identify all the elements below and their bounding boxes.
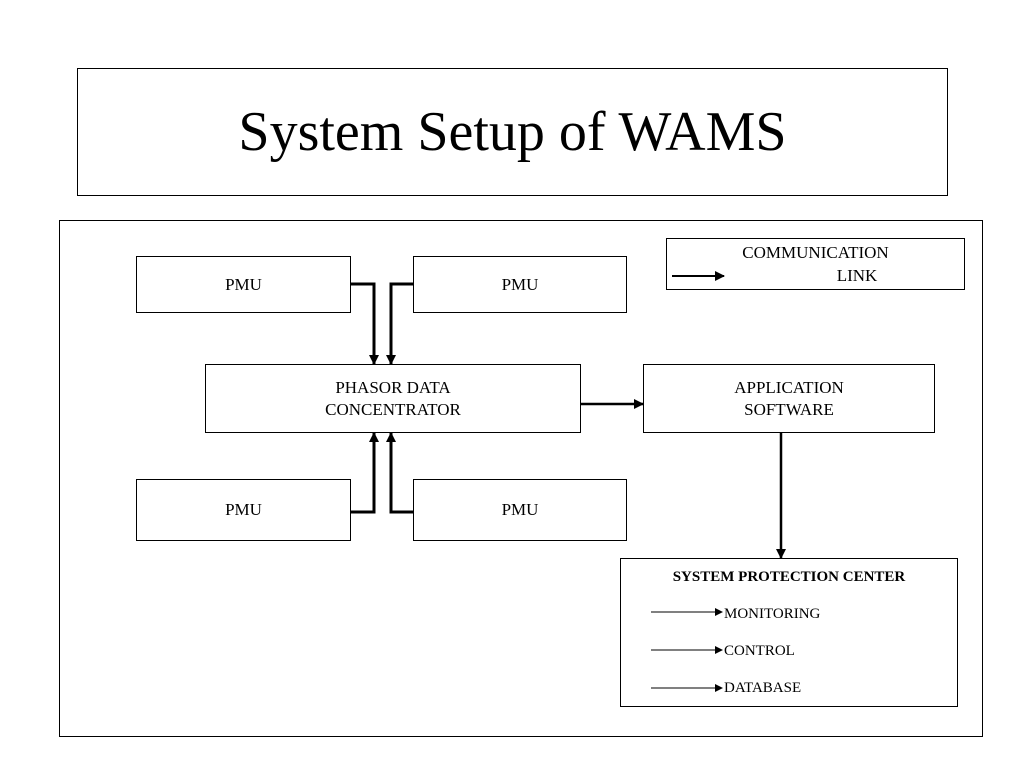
spc-item-monitoring: MONITORING	[724, 606, 821, 622]
pmu-label: PMU	[501, 274, 539, 294]
app-label-line1: APPLICATION	[734, 377, 844, 397]
spc-title: SYSTEM PROTECTION CENTER	[672, 569, 906, 585]
pmu-node-top-right: PMU	[413, 256, 627, 313]
pmu-label: PMU	[225, 500, 262, 519]
legend-label-line2: LINK	[836, 266, 878, 285]
pmu-node-bottom-left: PMU	[136, 479, 351, 541]
pdc-label-line2: CONCENTRATOR	[325, 399, 461, 419]
spc-item-control: CONTROL	[724, 643, 795, 659]
spc-item-database: DATABASE	[724, 680, 802, 696]
legend-box: COMMUNICATION LINK	[666, 238, 965, 290]
pmu-label: PMU	[225, 274, 262, 294]
pdc-label-line1: PHASOR DATA	[335, 377, 451, 397]
pmu-node-top-left: PMU	[136, 256, 351, 313]
pmu-label: PMU	[501, 500, 539, 519]
legend-label-line1: COMMUNICATION	[742, 243, 889, 262]
phasor-data-concentrator-node: PHASOR DATA CONCENTRATOR	[205, 364, 581, 433]
pmu-node-bottom-right: PMU	[413, 479, 627, 541]
app-label-line2: SOFTWARE	[744, 399, 834, 419]
system-protection-center-node: SYSTEM PROTECTION CENTER MONITORING CONT…	[620, 558, 958, 707]
slide-title: System Setup of WAMS	[238, 101, 787, 163]
application-software-node: APPLICATION SOFTWARE	[643, 364, 935, 433]
title-box: System Setup of WAMS	[77, 68, 948, 196]
